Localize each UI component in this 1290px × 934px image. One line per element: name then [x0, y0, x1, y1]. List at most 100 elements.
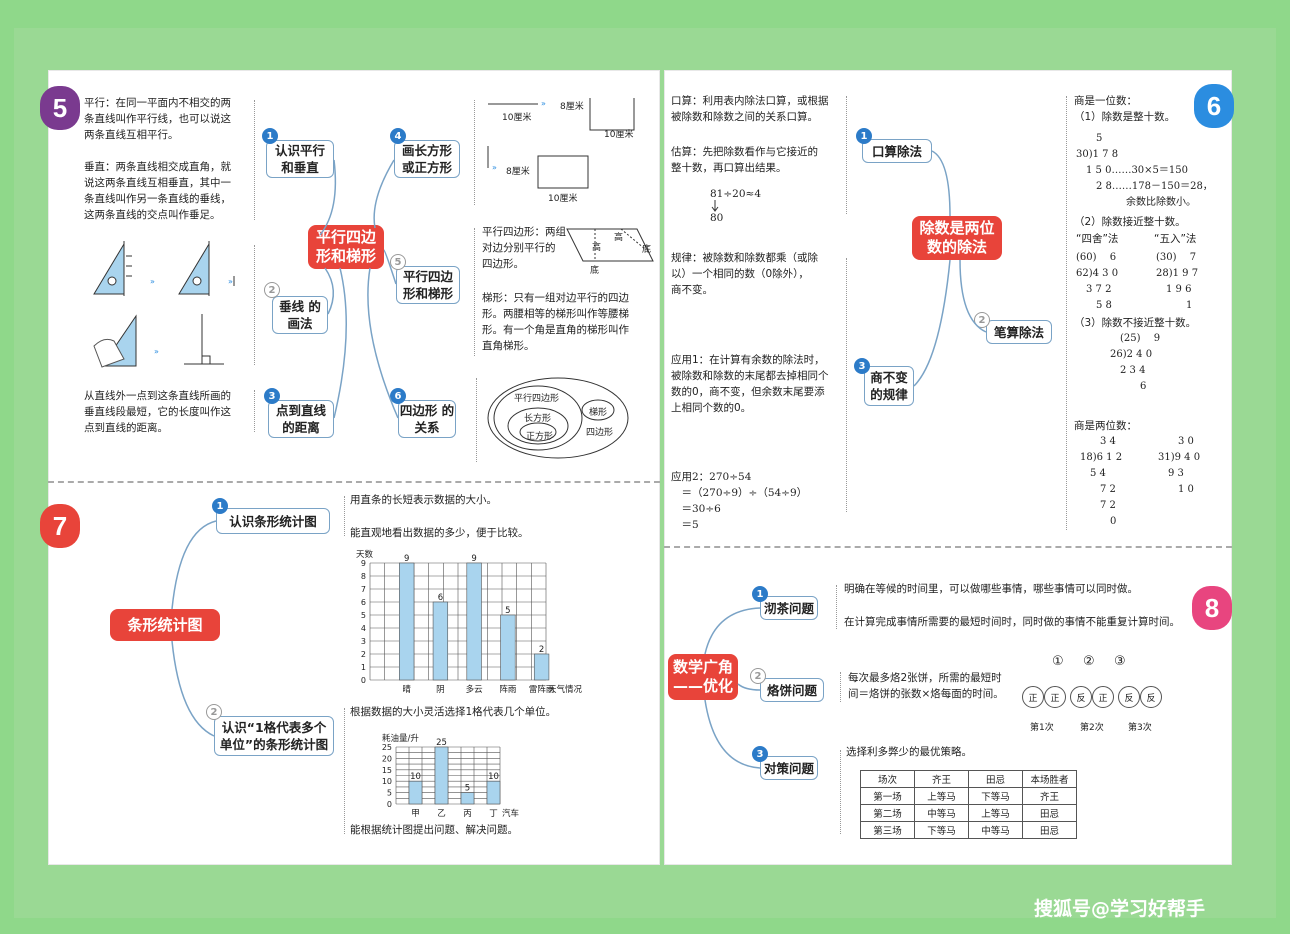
center-bar-chart[interactable]: 条形统计图	[110, 609, 220, 641]
pancake-face-5: 反	[1118, 686, 1140, 708]
x-tick-label: 乙	[437, 809, 446, 819]
node-parallelogram-trapezoid[interactable]: 平行四边 形和梯形	[396, 266, 460, 304]
bar-value-label: 5	[465, 784, 470, 794]
node-parallel-perpendicular[interactable]: 认识平行 和垂直	[266, 140, 334, 178]
y-tick-label: 8	[361, 572, 366, 581]
node-number-3: 3	[264, 388, 280, 404]
table-header-cell: 场次	[860, 770, 915, 788]
center-parallelogram-trapezoid[interactable]: 平行四边 形和梯形	[308, 225, 384, 269]
node-tea-problem[interactable]: 沏茶问题	[760, 596, 818, 620]
divider-right	[664, 546, 1232, 548]
bar-chart-line-1: 用直条的长短表示数据的大小。	[350, 494, 497, 506]
bracket-sec5-left3	[254, 390, 255, 432]
section-5-badge: 5	[40, 86, 80, 130]
node-oral-division[interactable]: 口算除法	[862, 139, 932, 163]
table-cell: 第一场	[860, 787, 915, 805]
bar-value-label: 25	[436, 738, 447, 748]
table-header-cell: 田忌	[968, 770, 1023, 788]
table-cell: 下等马	[968, 787, 1023, 805]
y-tick-label: 20	[382, 754, 392, 763]
y-tick-label: 5	[361, 611, 366, 620]
rect-label-10cm-c: 10厘米	[548, 194, 578, 204]
y-tick-label: 25	[382, 743, 392, 752]
svg-text:»: »	[541, 99, 546, 108]
center-two-digit-division[interactable]: 除数是两位 数的除法	[912, 216, 1002, 260]
table-cell: 田忌	[1022, 821, 1077, 839]
x-tick-label: 阵雨	[499, 684, 517, 695]
trapezoid-definition: 梯形：只有一组对边平行的四边 形。两腰相等的梯形叫作等腰梯 形。有一个角是直角的…	[482, 292, 629, 352]
node-number-1: 1	[262, 128, 278, 144]
table-row: 第一场 上等马 下等马 齐王	[860, 787, 1077, 805]
pancake-face-2: 正	[1044, 686, 1066, 708]
bracket-sec8-c	[840, 750, 841, 834]
bar	[432, 601, 449, 681]
right-page	[664, 70, 1232, 865]
bracket-sec8-b	[840, 672, 841, 702]
node-multi-unit-bar-chart[interactable]: 认识“1格代表多个 单位”的条形统计图	[214, 716, 334, 756]
section-6-badge: 6	[1194, 84, 1234, 128]
sec6-number-1: 1	[856, 128, 872, 144]
svg-text:»: »	[228, 277, 233, 286]
left-page	[48, 70, 660, 865]
node-strategy-problem[interactable]: 对策问题	[760, 756, 818, 780]
node-draw-rectangle[interactable]: 画长方形 或正方形	[394, 140, 460, 178]
bracket-sec5-left2	[254, 245, 255, 365]
bar	[434, 746, 449, 805]
node-quotient-rule[interactable]: 商不变 的规律	[864, 366, 914, 406]
y-tick-label: 2	[361, 650, 366, 659]
table-cell: 田忌	[1022, 804, 1077, 822]
rectangle-drawing: » »	[487, 98, 635, 189]
x-axis-label: 汽车	[502, 808, 519, 819]
para-label-base-b: 底	[642, 245, 652, 255]
table-cell: 上等马	[914, 787, 969, 805]
case-3-title: （3）除数不接近整十数。	[1074, 317, 1197, 329]
divider-left	[48, 481, 660, 483]
sec6-number-2: 2	[974, 312, 990, 328]
node-quadrilateral-relation[interactable]: 四边形 的关系	[398, 400, 456, 438]
round-down-method: “四舍”法	[1076, 233, 1119, 245]
application-1: 应用1：在计算有余数的除法时， 被除数和除数的末尾都去掉相同个 数的0，商不变，…	[671, 354, 829, 414]
node-point-line-distance[interactable]: 点到直线 的距离	[268, 400, 334, 438]
bar	[486, 780, 501, 805]
y-tick-label: 5	[387, 789, 392, 798]
node-number-4: 4	[390, 128, 406, 144]
division-example-4a: 3 4 18)6 1 2 5 4 7 2 7 2 0	[1080, 436, 1123, 527]
y-tick-label: 10	[382, 777, 392, 786]
bar	[466, 562, 482, 681]
bracket-sec6-c	[1066, 96, 1067, 530]
bracket-sec6-a	[846, 96, 847, 214]
division-example-4b: 3 0 31)9 4 0 9 3 1 0	[1158, 436, 1201, 495]
table-cell: 第三场	[860, 821, 915, 839]
node-written-division[interactable]: 笔算除法	[986, 320, 1052, 344]
bar-value-label: 2	[539, 645, 544, 655]
svg-text:»: »	[492, 163, 497, 172]
round-label-2: 第2次	[1080, 723, 1104, 733]
application-2: 应用2：270÷54 ＝（270÷9）÷（54÷9） ＝30÷6 ＝5	[671, 471, 808, 531]
round-label-3: 第3次	[1128, 723, 1152, 733]
y-tick-label: 9	[361, 559, 366, 568]
pancake-face-4: 正	[1092, 686, 1114, 708]
para-label-high-b: 高	[614, 233, 624, 243]
quotient-invariance-rule: 规律：被除数和除数都乘（或除 以）一个相同的数（0除外）， 商不变。	[671, 252, 818, 296]
rect-label-10cm-a: 10厘米	[502, 113, 532, 123]
sec8-number-2: 2	[750, 668, 766, 684]
bracket-sec5-left	[254, 100, 255, 220]
y-tick-label: 0	[387, 800, 392, 809]
division-example-3: (25) 9 26)2 4 0 2 3 4 6	[1110, 333, 1161, 392]
venn-quadrilateral: 四边形	[586, 428, 614, 438]
rect-label-10cm-b: 10厘米	[604, 130, 634, 140]
node-perpendicular-method[interactable]: 垂线 的画法	[272, 296, 328, 334]
one-digit-quotient-title: 商是一位数：	[1074, 95, 1137, 107]
round-up-method: “五入”法	[1154, 233, 1197, 245]
bar-value-label: 10	[410, 772, 421, 782]
node-know-bar-chart[interactable]: 认识条形统计图	[216, 508, 330, 534]
table-cell: 上等马	[968, 804, 1023, 822]
node-pancake-problem[interactable]: 烙饼问题	[760, 678, 824, 702]
table-cell: 第二场	[860, 804, 915, 822]
y-tick-label: 15	[382, 766, 392, 775]
triangle-ruler-drawing: » » »	[93, 241, 235, 368]
center-optimization[interactable]: 数学广角 ——优化	[668, 654, 738, 700]
watermark-text: 搜狐号@学习好帮手	[1034, 898, 1206, 920]
tea-rule-2: 在计算完成事情所需要的最短时间时，同时做的事情不能重复计算时间。	[844, 616, 1180, 628]
